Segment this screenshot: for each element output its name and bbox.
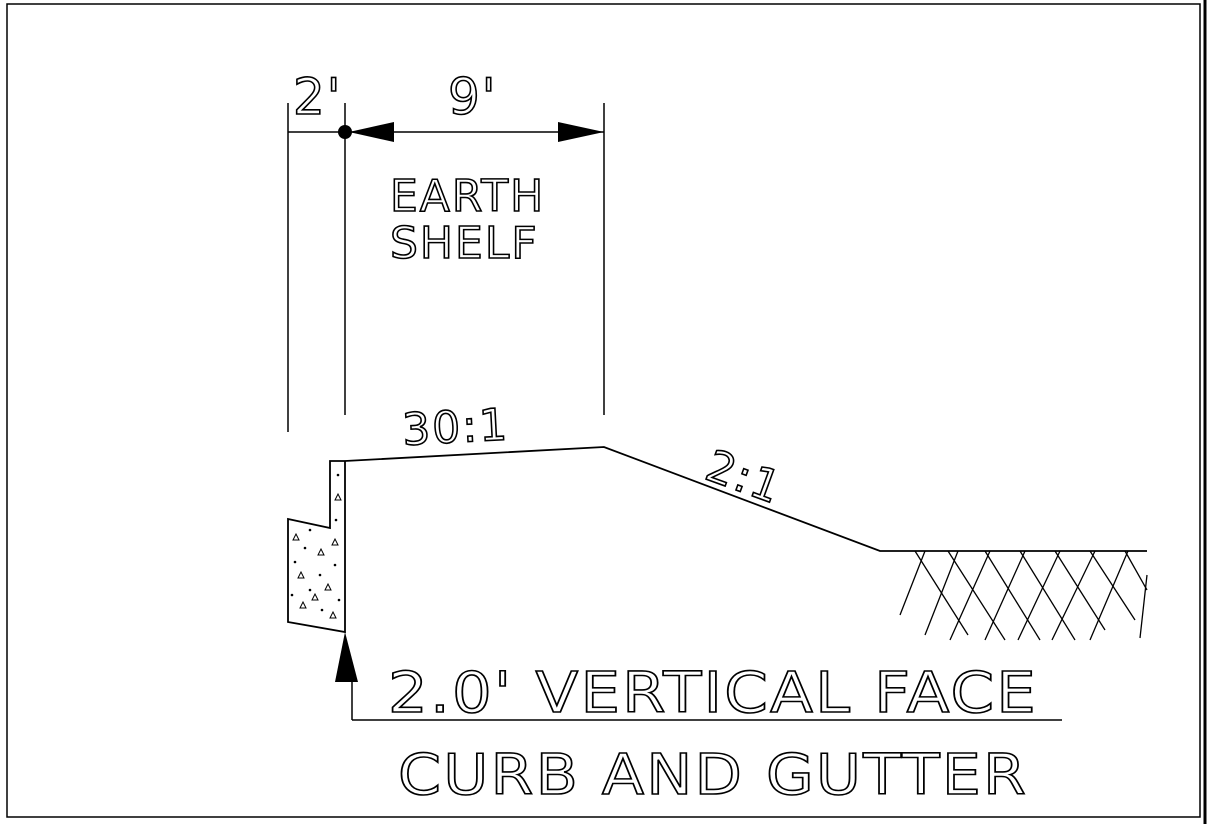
callout-label-line1: 2.0' VERTICAL FACE <box>388 661 1038 726</box>
curb-and-gutter <box>287 460 346 634</box>
leader-arrowhead <box>335 632 358 682</box>
dimension-label-9ft: 9' <box>448 68 498 126</box>
dimension-arrow-right <box>558 122 604 142</box>
earth-shelf-label-line1: EARTH <box>390 171 545 222</box>
curb-outline <box>287 460 346 634</box>
dimension-arrow-left <box>349 122 394 142</box>
dimension-label-2ft: 2' <box>293 68 343 126</box>
earth-shelf-label-line2: SHELF <box>390 218 539 269</box>
ground-profile <box>344 446 1147 552</box>
shelf-slope-label: 30:1 <box>401 399 510 456</box>
dimension-dot <box>338 125 352 139</box>
ground-hatch <box>899 550 1148 641</box>
side-slope-label: 2:1 <box>699 440 789 514</box>
drawing-border <box>6 3 1201 818</box>
callout-label-line2: CURB AND GUTTER <box>398 743 1028 808</box>
concrete-hatch <box>292 492 342 619</box>
concrete-dots <box>290 473 341 612</box>
